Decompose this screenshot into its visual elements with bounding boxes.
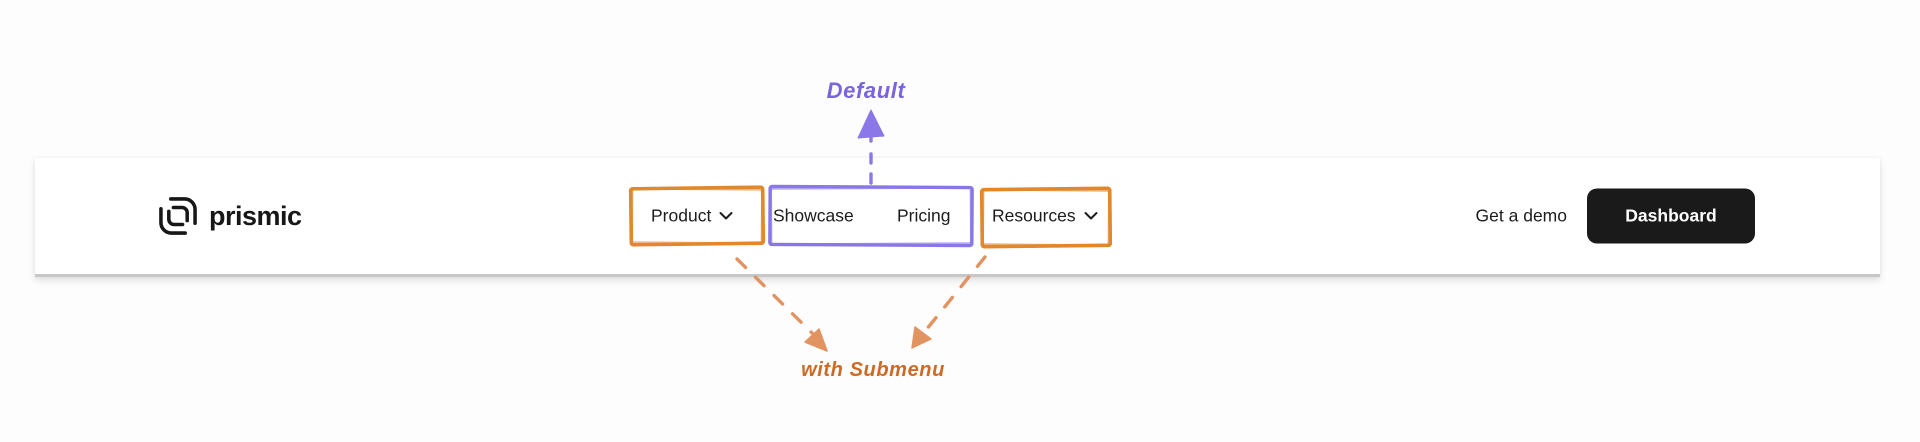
nav-item-product-label: Product — [651, 205, 712, 226]
nav-item-pricing[interactable]: Pricing — [897, 206, 951, 227]
dashboard-button[interactable]: Dashboard — [1587, 188, 1755, 244]
navbar: prismic Product Showcase Pricing Resourc… — [35, 158, 1880, 277]
annotation-submenu-label: with Submenu — [801, 359, 945, 381]
nav-item-resources[interactable]: Resources — [992, 206, 1098, 227]
prismic-logo-icon — [157, 195, 199, 237]
prismic-logo-text: prismic — [209, 200, 302, 231]
nav-item-showcase[interactable]: Showcase — [773, 206, 854, 227]
nav-item-resources-label: Resources — [992, 205, 1076, 226]
get-a-demo-link[interactable]: Get a demo — [1475, 205, 1567, 226]
nav-item-product[interactable]: Product — [651, 206, 733, 227]
prismic-logo[interactable]: prismic — [157, 195, 302, 237]
nav-item-showcase-label: Showcase — [773, 205, 854, 226]
chevron-down-icon — [1084, 212, 1098, 220]
annotation-default-label: Default — [826, 78, 906, 103]
nav-item-pricing-label: Pricing — [897, 205, 951, 226]
navbar-actions: Get a demo Dashboard — [1475, 188, 1755, 244]
chevron-down-icon — [719, 212, 733, 220]
